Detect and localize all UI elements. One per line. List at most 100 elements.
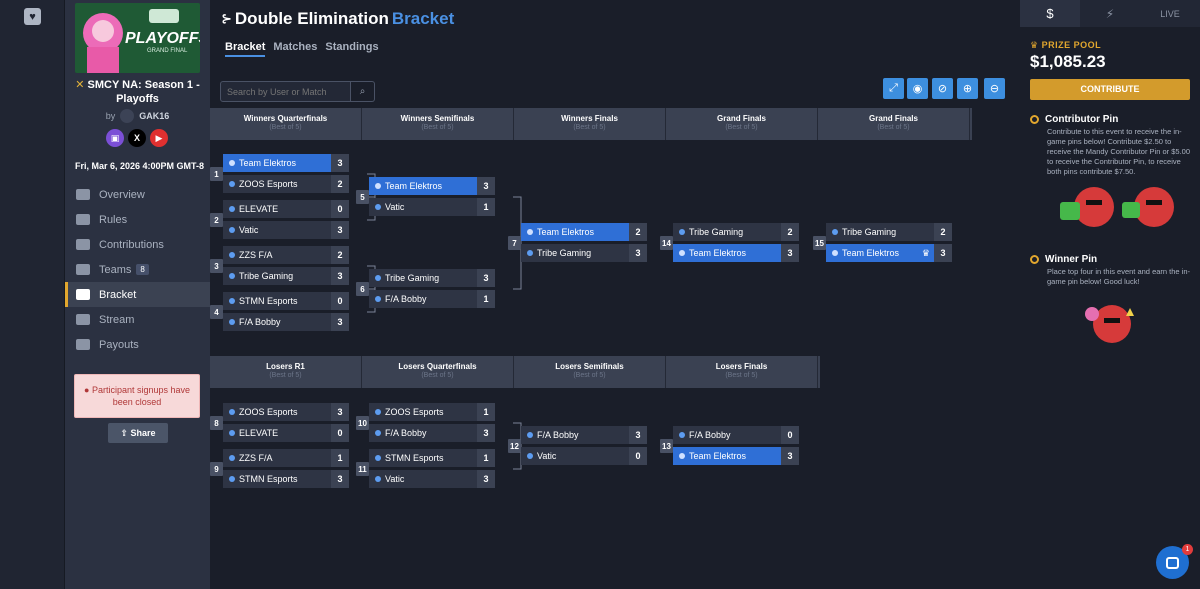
winner-pin-description: Place top four in this event and earn th… bbox=[1047, 267, 1191, 286]
tab-matches[interactable]: Matches bbox=[273, 41, 318, 53]
team-icon bbox=[375, 204, 381, 210]
team-icon bbox=[375, 296, 381, 302]
match-number: 4 bbox=[210, 305, 223, 319]
search-input[interactable] bbox=[220, 81, 351, 102]
team-icon bbox=[229, 206, 235, 212]
round-header: Winners Finals(Best of 5) bbox=[514, 108, 666, 140]
round-title: Winners Quarterfinals bbox=[243, 114, 328, 123]
sidebar-item-contributions[interactable]: Contributions bbox=[65, 232, 210, 257]
round-title: Losers Quarterfinals bbox=[398, 362, 477, 371]
team-score: 0 bbox=[331, 424, 349, 442]
team-name: Tribe Gaming bbox=[537, 248, 592, 258]
heart-icon[interactable]: ♥ bbox=[24, 8, 41, 25]
zoom-out-icon: ⊖ bbox=[989, 83, 1000, 95]
sidebar-item-rules[interactable]: Rules bbox=[65, 207, 210, 232]
hide-button[interactable]: ⊘ bbox=[932, 78, 953, 99]
tab-standings[interactable]: Standings bbox=[325, 41, 379, 53]
team-score: 2 bbox=[781, 223, 799, 241]
team-score: 1 bbox=[477, 403, 495, 421]
sidebar-item-bracket[interactable]: Bracket bbox=[65, 282, 210, 307]
team-name: F/A Bobby bbox=[385, 294, 427, 304]
zoom-out-button[interactable]: ⊖ bbox=[984, 78, 1005, 99]
winner-pin-title: Winner Pin bbox=[1045, 254, 1098, 265]
sidebar-item-payouts[interactable]: Payouts bbox=[65, 332, 210, 357]
match-number: 2 bbox=[210, 213, 223, 227]
match-number: 7 bbox=[508, 236, 521, 250]
team-icon bbox=[229, 252, 235, 258]
x-icon[interactable]: X bbox=[128, 129, 146, 147]
round-header: Winners Quarterfinals(Best of 5) bbox=[210, 108, 362, 140]
round-title: Losers R1 bbox=[266, 362, 305, 371]
sidebar-item-label: Rules bbox=[99, 213, 128, 226]
organizer-avatar[interactable] bbox=[120, 109, 135, 123]
team-name: STMN Esports bbox=[239, 474, 298, 484]
team-score: 3 bbox=[477, 424, 495, 442]
team-score: 3 bbox=[331, 267, 349, 285]
team-name: ZOOS Esports bbox=[239, 179, 298, 189]
team-icon bbox=[527, 453, 533, 459]
team-score: 0 bbox=[781, 426, 799, 444]
tab-bracket[interactable]: Bracket bbox=[225, 41, 266, 57]
youtube-icon[interactable]: ▶ bbox=[150, 129, 168, 147]
screenshot-button[interactable]: ◉ bbox=[907, 78, 928, 99]
tab-prize[interactable]: $ bbox=[1020, 0, 1080, 27]
sidebar-item-stream[interactable]: Stream bbox=[65, 307, 210, 332]
event-banner: PLAYOFFS GRAND FINAL bbox=[75, 3, 200, 73]
team-icon bbox=[229, 430, 235, 436]
match-slot[interactable]: Team Elektros♛3 bbox=[826, 244, 952, 262]
signup-notice: ● Participant signups have been closed bbox=[74, 374, 200, 418]
team-score: 3 bbox=[331, 221, 349, 239]
organizer-name[interactable]: GAK16 bbox=[139, 111, 170, 121]
round-format: (Best of 5) bbox=[269, 372, 302, 379]
tab-activity[interactable]: ⚡ bbox=[1080, 0, 1140, 27]
match-number: 15 bbox=[813, 236, 826, 250]
search-button[interactable]: ⌕ bbox=[351, 81, 375, 102]
contribute-button[interactable]: CONTRIBUTE bbox=[1030, 79, 1190, 100]
main-content: ⊱ Double Elimination Bracket Bracket Mat… bbox=[210, 0, 1020, 589]
tab-live[interactable]: LIVE bbox=[1140, 0, 1200, 27]
team-name: Team Elektros bbox=[537, 227, 595, 237]
team-icon bbox=[375, 275, 381, 281]
round-title: Grand Finals bbox=[717, 114, 766, 123]
round-title: Grand Finals bbox=[869, 114, 918, 123]
fullscreen-button[interactable]: ⤢ bbox=[883, 78, 904, 99]
share-button[interactable]: ⇪ Share bbox=[108, 423, 168, 443]
sidebar-item-label: Teams bbox=[99, 263, 132, 276]
sidebar-item-overview[interactable]: Overview bbox=[65, 182, 210, 207]
team-score: 1 bbox=[331, 449, 349, 467]
zoom-in-button[interactable]: ⊕ bbox=[957, 78, 978, 99]
round-format: (Best of 5) bbox=[573, 124, 606, 131]
twitch-icon[interactable]: ▣ bbox=[106, 129, 124, 147]
payouts-icon bbox=[76, 339, 90, 350]
